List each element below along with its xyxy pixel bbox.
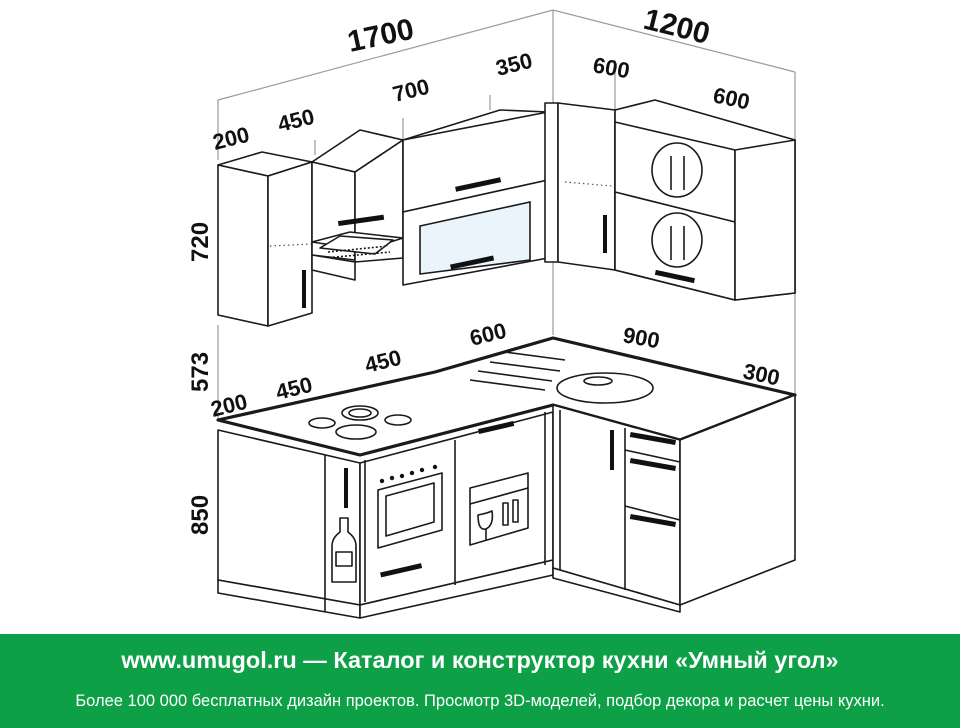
dimension-label: 600 [711,82,752,114]
dimension-label: 720 [187,222,214,262]
corner-base-handle [610,430,614,470]
footer-subline: Более 100 000 бесплатных дизайн проектов… [75,692,885,710]
plate-cutlery-icon [651,142,703,198]
dimension-label: 900 [621,322,662,353]
dimension-label: 600 [467,318,509,351]
range-hood-icon [319,235,394,259]
sink-bowl-icon [556,372,654,404]
dimension-label: 573 [187,352,214,392]
dimension-label: 700 [390,74,432,107]
oven-icon [377,464,443,578]
base-cabinets-right [552,394,796,613]
upper-cabinets-left [217,102,559,327]
plate-cutlery-icon [651,212,703,268]
dimension-label: 850 [187,495,214,535]
dishwasher-icon [469,472,529,546]
upper-dimension-lines [217,9,796,160]
base-cabinets-left [217,411,554,619]
dimension-label: 450 [362,345,404,378]
wall-corner [217,255,796,420]
dimension-label: 1700 [345,13,417,59]
dimension-label: 350 [493,48,535,81]
kitchen-drawing: 1700 1200 200 450 700 350 600 600 720 57… [187,3,797,619]
footer-banner: www.umugol.ru — Каталог и конструктор ку… [0,634,960,728]
base-cabinet-handle [344,468,348,508]
dimension-label: 1200 [640,3,713,51]
corner-cabinet-handle [603,215,607,253]
upper-cabinets-right [557,99,796,301]
footer-headline[interactable]: www.umugol.ru — Каталог и конструктор ку… [121,647,839,673]
bottle-icon [331,517,357,583]
cooktop-icon [308,405,412,440]
dimension-label: 600 [591,52,632,83]
upper-cabinet-handle [302,270,306,308]
dimension-label: 200 [210,122,252,155]
dimension-label: 450 [275,104,317,137]
sink-drainer-icon [469,351,566,391]
